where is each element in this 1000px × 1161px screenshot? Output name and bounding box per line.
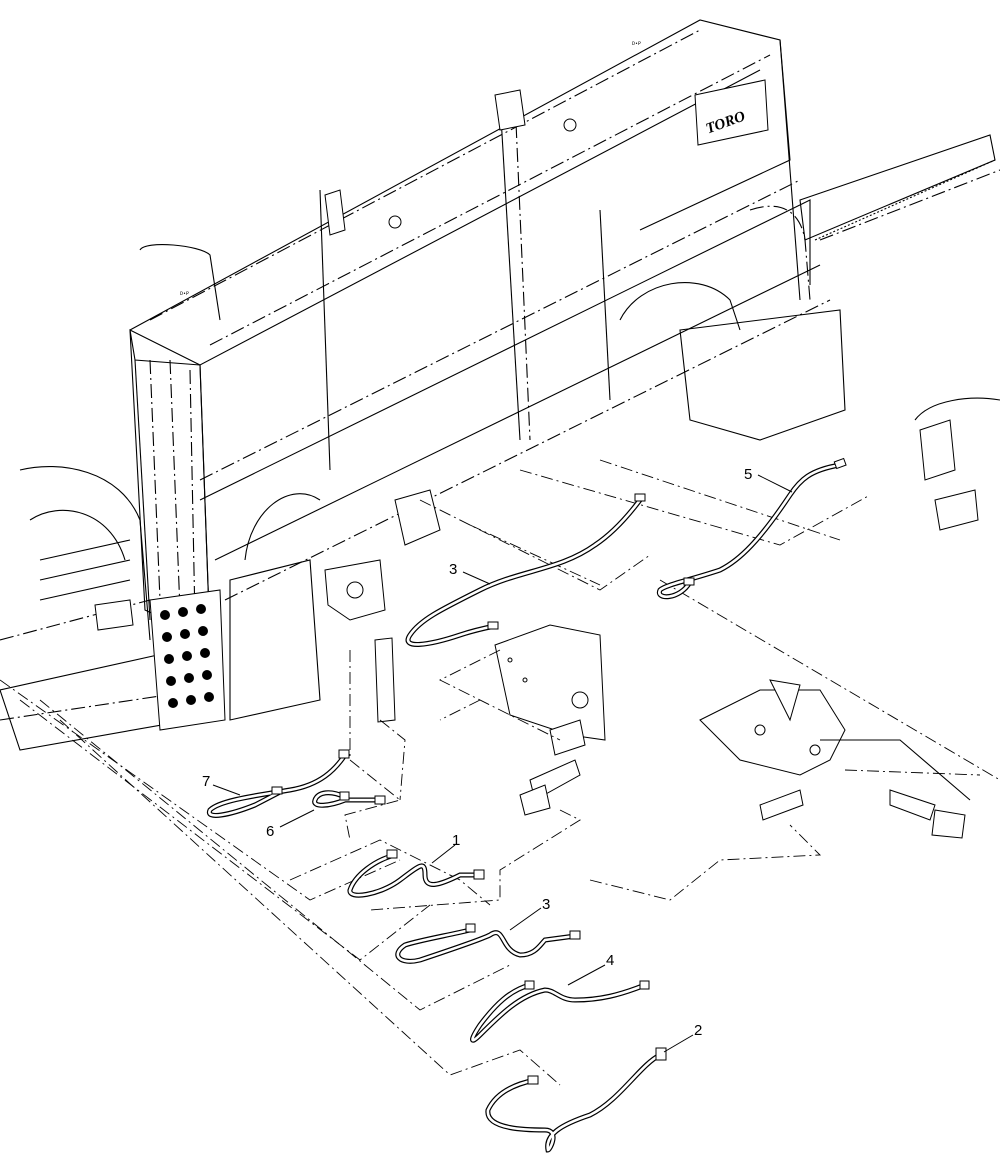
right-side-plate bbox=[914, 397, 1000, 531]
callout-3b: 3 bbox=[542, 896, 550, 913]
hose-2 bbox=[485, 1047, 667, 1153]
callout-5-leader bbox=[757, 474, 793, 493]
hose-7 bbox=[206, 749, 350, 818]
valve-knob bbox=[168, 698, 178, 708]
valve-bank bbox=[94, 589, 226, 731]
valve-knob bbox=[204, 692, 214, 702]
callout-3a-leader bbox=[462, 571, 491, 585]
valve-knob bbox=[202, 670, 212, 680]
valve-knob bbox=[180, 629, 190, 639]
callout-4: 4 bbox=[606, 952, 614, 969]
valve-knob bbox=[198, 626, 208, 636]
callout-2: 2 bbox=[694, 1022, 702, 1039]
hose-1 bbox=[347, 849, 485, 898]
valve-knob bbox=[162, 632, 172, 642]
callout-6: 6 bbox=[266, 823, 274, 840]
valve-knob bbox=[178, 607, 188, 617]
valve-knob bbox=[160, 610, 170, 620]
callout-7: 7 bbox=[202, 773, 210, 790]
hose-6 bbox=[312, 790, 386, 808]
callouts: 1 2 3 3 4 5 6 7 bbox=[202, 466, 793, 1053]
mount-hole bbox=[563, 118, 577, 132]
valve-knob bbox=[184, 673, 194, 683]
valve-knob bbox=[182, 651, 192, 661]
valve-knob bbox=[196, 604, 206, 614]
hose-3-upper bbox=[405, 493, 646, 647]
hose-5 bbox=[656, 457, 847, 600]
callout-7-leader bbox=[212, 784, 241, 796]
callout-6-leader bbox=[279, 809, 315, 828]
callout-1-leader bbox=[431, 844, 456, 864]
hose-4 bbox=[470, 980, 650, 1043]
callout-5: 5 bbox=[744, 466, 752, 483]
valve-knob bbox=[186, 695, 196, 705]
hydraulic-cylinder-right bbox=[759, 789, 966, 839]
mount-hole bbox=[388, 215, 402, 229]
frame-label: D•P bbox=[180, 291, 189, 297]
valve-knob bbox=[200, 648, 210, 658]
callout-3a: 3 bbox=[449, 561, 457, 578]
callout-1: 1 bbox=[452, 832, 460, 849]
hose-3-lower bbox=[395, 923, 581, 964]
hydraulic-cylinder-left bbox=[519, 759, 581, 816]
logo-plate bbox=[694, 79, 769, 146]
callout-2-leader bbox=[663, 1034, 694, 1053]
valve-knob bbox=[166, 676, 176, 686]
valve-knob bbox=[164, 654, 174, 664]
gear-box-assembly bbox=[494, 624, 606, 756]
frame-label: D•P bbox=[632, 41, 641, 47]
leader-lines bbox=[0, 459, 1000, 1086]
callout-4-leader bbox=[567, 964, 606, 986]
main-frame: TORO D•P D•P bbox=[129, 19, 846, 721]
callout-3b-leader bbox=[509, 907, 542, 931]
steering-linkage bbox=[699, 679, 971, 801]
center-bracket bbox=[324, 489, 441, 723]
gear-rack bbox=[799, 134, 1000, 241]
